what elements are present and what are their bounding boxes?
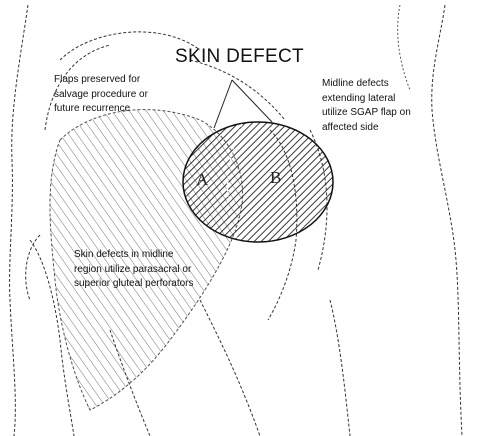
note-line: future recurrence xyxy=(54,102,148,117)
note-line: Skin defects in midline xyxy=(74,248,194,263)
marker-a: A xyxy=(196,170,208,190)
diagram-title: SKIN DEFECT xyxy=(175,46,304,68)
note-line: affected side xyxy=(322,121,411,136)
note-midline-lateral: Midline defects extending lateral utiliz… xyxy=(322,77,411,135)
note-line: region utilize parasacral or xyxy=(74,263,194,278)
note-line: salvage procedure or xyxy=(54,88,148,103)
note-midline-perforators: Skin defects in midline region utilize p… xyxy=(74,248,194,292)
marker-b: B xyxy=(270,168,281,188)
note-line: extending lateral xyxy=(322,92,411,107)
note-line: utilize SGAP flap on xyxy=(322,106,411,121)
note-line: Flaps preserved for xyxy=(54,73,148,88)
note-flaps-preserved: Flaps preserved for salvage procedure or… xyxy=(54,73,148,117)
note-line: superior gluteal perforators xyxy=(74,277,194,292)
note-line: Midline defects xyxy=(322,77,411,92)
